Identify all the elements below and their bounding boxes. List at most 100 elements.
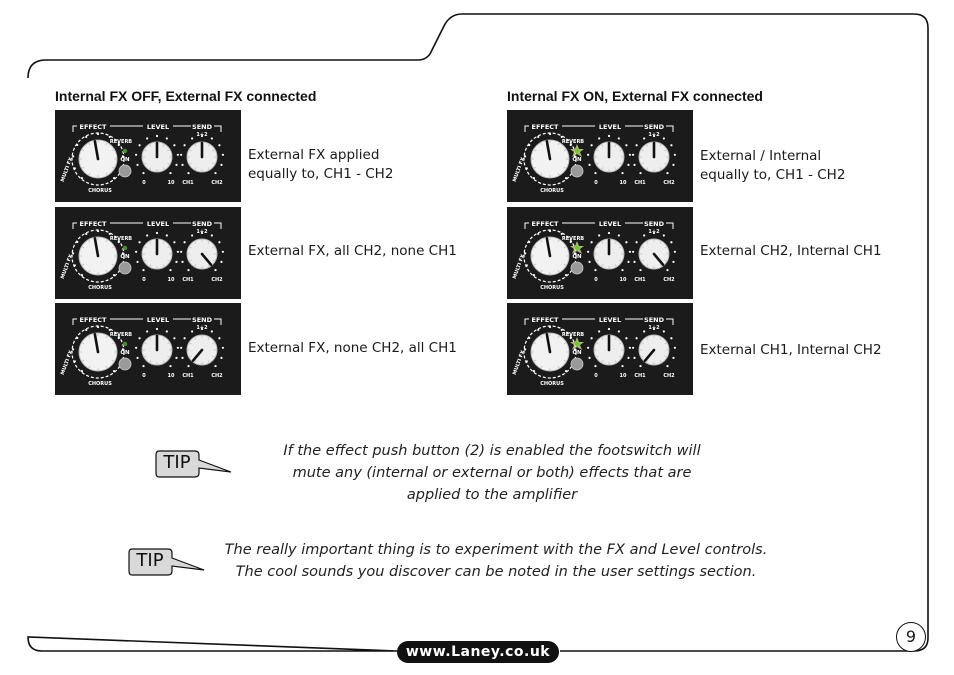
knob-pointer: [93, 236, 100, 258]
panel-bracket-lines: [524, 222, 674, 229]
page-number: 9: [896, 622, 926, 652]
send-ch2-label: CH2: [211, 373, 223, 379]
level-max-label: 10: [620, 277, 627, 283]
caption-right-2: External CH2, Internal CH1: [700, 242, 882, 261]
on-label: ON: [572, 157, 582, 163]
on-led: [122, 148, 128, 154]
on-led: [122, 341, 128, 347]
effect-label: EFFECT: [532, 316, 560, 324]
effect-knob: [72, 229, 124, 277]
on-led: [574, 341, 580, 347]
reverb-label: REVERB: [562, 236, 584, 242]
level-min-label: 0: [142, 180, 146, 186]
effect-knob: [524, 325, 576, 373]
tip-line: applied to the amplifier: [406, 487, 578, 503]
level-knob: [587, 134, 631, 175]
on-label: ON: [572, 254, 582, 260]
send-ch2-label: CH2: [663, 373, 675, 379]
on-label: ON: [572, 350, 582, 356]
push-button: [570, 261, 584, 275]
multi-fx-label: MULTI FX: [60, 349, 74, 375]
tip-line: If the effect push button (2) is enabled…: [283, 443, 701, 459]
knob-pointer: [200, 252, 213, 267]
chorus-label: CHORUS: [540, 381, 564, 387]
panel-bracket-lines: [72, 125, 222, 132]
knob-pointer: [545, 236, 552, 258]
effect-label: EFFECT: [80, 123, 108, 131]
fx-panel-right-1: EFFECTLEVELSEND1+2REVERBMULTI FXCHORUSON…: [507, 110, 693, 202]
fx-panel-left-1: EFFECTLEVELSEND1+2REVERBMULTI FXCHORUSON…: [55, 110, 241, 202]
on-label: ON: [120, 157, 130, 163]
effect-label: EFFECT: [532, 123, 560, 131]
send-ch1-label: CH1: [182, 373, 194, 379]
send-knob: [632, 134, 676, 175]
push-button: [118, 261, 132, 275]
multi-fx-label: MULTI FX: [512, 253, 526, 279]
website-link[interactable]: www.Laney.co.uk: [397, 641, 559, 663]
knob-pointer: [652, 252, 665, 267]
send-label: SEND: [644, 123, 665, 131]
caption-left-2: External FX, all CH2, none CH1: [248, 242, 457, 261]
left-section-heading: Internal FX OFF, External FX connected: [55, 88, 317, 104]
caption-line: equally to, CH1 - CH2: [248, 166, 394, 182]
push-button: [570, 164, 584, 178]
push-button: [118, 357, 132, 371]
level-knob: [587, 231, 631, 272]
fx-panel-right-2: EFFECTLEVELSEND1+2REVERBMULTI FXCHORUSON…: [507, 207, 693, 299]
level-max-label: 10: [620, 373, 627, 379]
send-knob: [632, 327, 676, 368]
effect-knob: [524, 132, 576, 180]
caption-left-3: External FX, none CH2, all CH1: [248, 339, 457, 358]
caption-line: External CH1, Internal CH2: [700, 342, 882, 358]
caption-line: equally to, CH1 - CH2: [700, 167, 846, 183]
caption-right-1: External / Internal equally to, CH1 - CH…: [700, 147, 845, 185]
level-label: LEVEL: [599, 316, 621, 324]
send-knob: [632, 231, 676, 272]
send-ch1-label: CH1: [182, 180, 194, 186]
tip-line: mute any (internal or external or both) …: [292, 465, 692, 481]
panel-bracket-lines: [524, 125, 674, 132]
knob-pointer: [93, 332, 100, 354]
tip-label-2: TIP: [136, 550, 164, 571]
on-label: ON: [120, 254, 130, 260]
send-ch2-label: CH2: [663, 180, 675, 186]
send-ch2-label: CH2: [211, 180, 223, 186]
multi-fx-label: MULTI FX: [60, 253, 74, 279]
knob-pointer: [545, 332, 552, 354]
fx-panel-right-3: EFFECTLEVELSEND1+2REVERBMULTI FXCHORUSON…: [507, 303, 693, 395]
reverb-label: REVERB: [562, 332, 584, 338]
reverb-label: REVERB: [110, 236, 132, 242]
level-max-label: 10: [168, 373, 175, 379]
effect-label: EFFECT: [532, 220, 560, 228]
chorus-label: CHORUS: [88, 381, 112, 387]
chorus-label: CHORUS: [88, 285, 112, 291]
tip-line: The really important thing is to experim…: [224, 542, 768, 558]
multi-fx-label: MULTI FX: [512, 156, 526, 182]
on-led: [574, 245, 580, 251]
tip-label-1: TIP: [163, 452, 191, 473]
effect-knob: [72, 325, 124, 373]
send-knob: [180, 134, 224, 175]
chorus-label: CHORUS: [540, 188, 564, 194]
fx-panel-left-3: EFFECTLEVELSEND1+2REVERBMULTI FXCHORUSON…: [55, 303, 241, 395]
send-label: SEND: [644, 220, 665, 228]
send-knob: [180, 231, 224, 272]
on-label: ON: [120, 350, 130, 356]
level-max-label: 10: [168, 277, 175, 283]
reverb-label: REVERB: [562, 139, 584, 145]
caption-line: External FX, none CH2, all CH1: [248, 340, 457, 356]
multi-fx-label: MULTI FX: [512, 349, 526, 375]
send-label: SEND: [192, 220, 213, 228]
level-knob: [135, 231, 179, 272]
knob-pointer: [643, 348, 656, 363]
chorus-label: CHORUS: [540, 285, 564, 291]
send-ch1-label: CH1: [634, 180, 646, 186]
tip-badge-2: [128, 548, 205, 576]
level-knob: [135, 134, 179, 175]
send-label: SEND: [644, 316, 665, 324]
caption-line: External / Internal: [700, 148, 822, 164]
level-min-label: 0: [594, 277, 598, 283]
caption-line: External FX, all CH2, none CH1: [248, 243, 457, 259]
chorus-label: CHORUS: [88, 188, 112, 194]
